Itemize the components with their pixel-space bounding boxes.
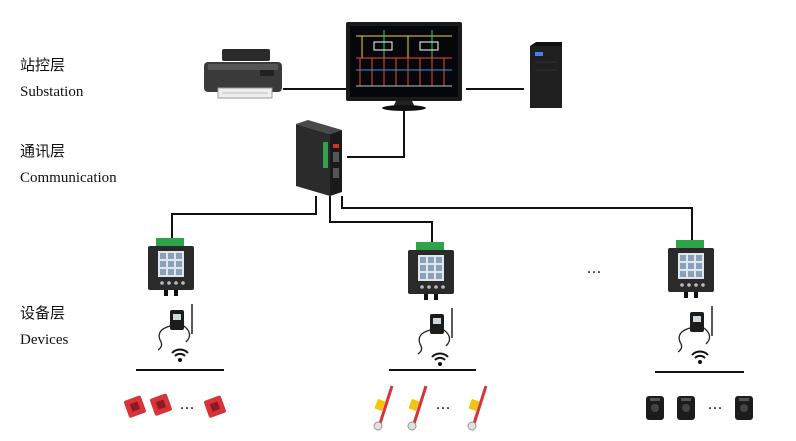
red-block-sensor-icon [203,395,226,418]
layer-label-devices: 设备层 Devices [20,304,68,350]
power-meter-icon [148,238,194,296]
layer-communication-en: Communication [20,170,117,186]
bus-middle [329,196,433,242]
layer-devices-zh: 设备层 [20,306,66,322]
black-box-sensor-icon [735,396,753,420]
layer-label-substation: 站控层 Substation [20,56,83,102]
sensor-ellipsis-right: ... [708,396,723,413]
layer-devices-en: Devices [20,332,69,348]
bus-left [171,196,317,238]
more-devices-ellipsis: ... [587,260,602,277]
printer-icon [204,49,282,99]
red-block-sensor-icon [149,393,172,416]
layer-label-communication: 通讯层 Communication [20,142,117,188]
wifi-icon [431,352,449,366]
gateway-icon [296,120,342,196]
wireless-collector-icon [417,308,453,355]
sensor-ellipsis-left: ... [180,396,195,413]
black-box-sensor-icon [677,396,695,420]
black-box-sensor-icon [646,396,664,420]
layer-substation-zh: 站控层 [20,58,66,74]
wireless-collector-icon [677,306,713,353]
device-column-middle [408,242,454,366]
monitor-gateway-link [347,108,405,158]
probe-sensor-icon [407,385,428,431]
connection-lines [136,88,744,373]
server-tower-icon [530,42,562,108]
bus-right [341,196,693,240]
layer-communication-zh: 通讯层 [20,144,66,160]
probe-sensor-icon [373,385,394,431]
wireless-collector-icon [157,304,193,351]
device-column-left [148,238,194,362]
probe-sensor-icon [467,385,488,431]
power-meter-icon [408,242,454,300]
device-columns [148,238,714,366]
sensor-ellipsis-middle: ... [436,396,451,413]
layer-substation-en: Substation [20,84,84,100]
wifi-icon [171,348,189,362]
wifi-icon [691,350,709,364]
red-block-sensor-icon [123,395,146,418]
device-column-right [668,240,714,364]
power-meter-icon [668,240,714,298]
sensors [123,385,753,431]
monitor-icon [346,22,462,111]
